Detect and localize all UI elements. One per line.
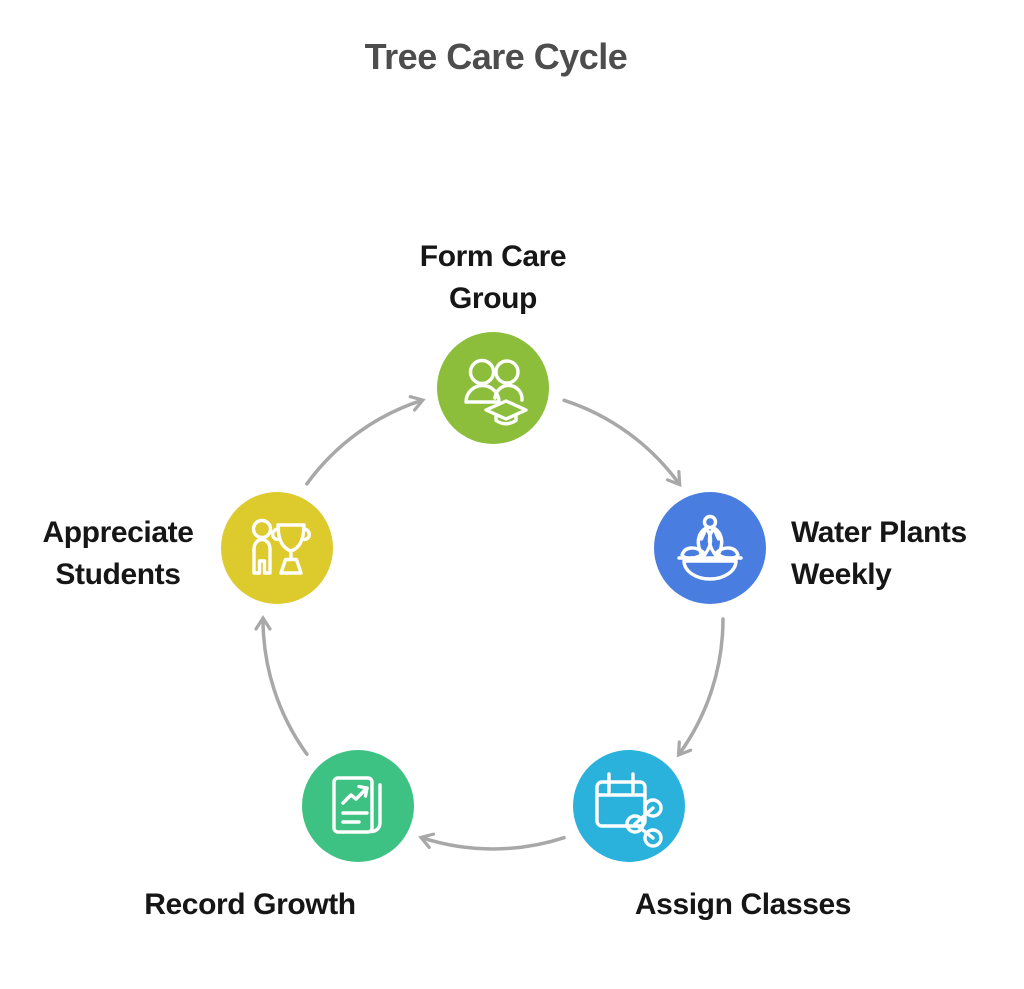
person-trophy-icon	[251, 518, 311, 575]
label-form-care-group: Form Care Group	[419, 240, 567, 315]
calendar-share-icon	[595, 772, 663, 848]
arrow-assign-to-record	[418, 832, 566, 851]
label-record-growth: Record Growth	[144, 888, 356, 921]
node-assign-classes	[573, 750, 685, 862]
label-appreciate-students: Appreciate Students	[42, 516, 194, 591]
node-record-growth	[302, 750, 414, 862]
node-circle-assign-classes	[573, 750, 685, 862]
arrow-form-to-water	[562, 398, 682, 488]
node-water-plants-weekly	[654, 492, 766, 604]
node-circle-appreciate-students	[221, 492, 333, 604]
page-title: Tree Care Cycle	[364, 36, 628, 77]
node-appreciate-students	[221, 492, 333, 604]
label-assign-classes: Assign Classes	[634, 888, 852, 921]
arrow-water-to-assign	[676, 617, 725, 758]
arrow-appreciate-to-form	[305, 395, 426, 486]
arrow-record-to-appreciate	[254, 615, 309, 756]
watering-plant-icon	[677, 514, 743, 581]
people-graduation-icon	[464, 358, 528, 426]
node-form-care-group	[437, 332, 549, 444]
growth-report-icon	[332, 776, 382, 834]
node-circle-record-growth	[302, 750, 414, 862]
label-water-plants-weekly: Water Plants Weekly	[791, 516, 967, 591]
